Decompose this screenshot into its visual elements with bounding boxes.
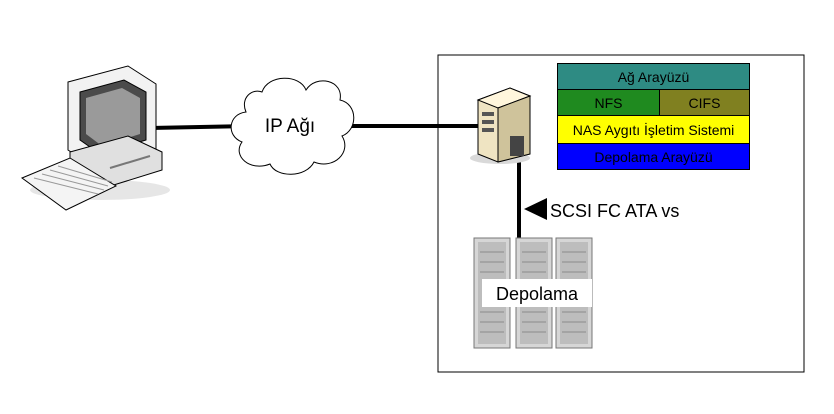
computer-icon	[20, 65, 170, 211]
stack-os: NAS Aygıtı İşletim Sistemi	[557, 115, 750, 144]
os-label: NAS Aygıtı İşletim Sistemi	[572, 121, 735, 138]
network-interface-label: Ağ Arayüzü	[617, 68, 690, 85]
cifs-label: CIFS	[688, 94, 721, 111]
stack-storage-interface: Depolama Arayüzü	[557, 143, 750, 170]
nfs-label: NFS	[594, 94, 623, 111]
arrow-left-icon	[524, 198, 547, 220]
stack-cifs: CIFS	[659, 89, 750, 116]
nas-boundary	[437, 54, 805, 373]
storage-label: Depolama	[496, 284, 579, 304]
protocols-label: SCSI FC ATA vs	[550, 201, 679, 221]
server-icon	[470, 87, 532, 164]
storage-array-icon	[473, 237, 593, 349]
stack-nfs: NFS	[557, 89, 660, 116]
cloud-icon	[230, 77, 355, 175]
ip-network-label: IP Ağı	[265, 116, 315, 137]
stack-network-interface: Ağ Arayüzü	[557, 63, 750, 90]
storage-interface-label: Depolama Arayüzü	[594, 148, 713, 165]
